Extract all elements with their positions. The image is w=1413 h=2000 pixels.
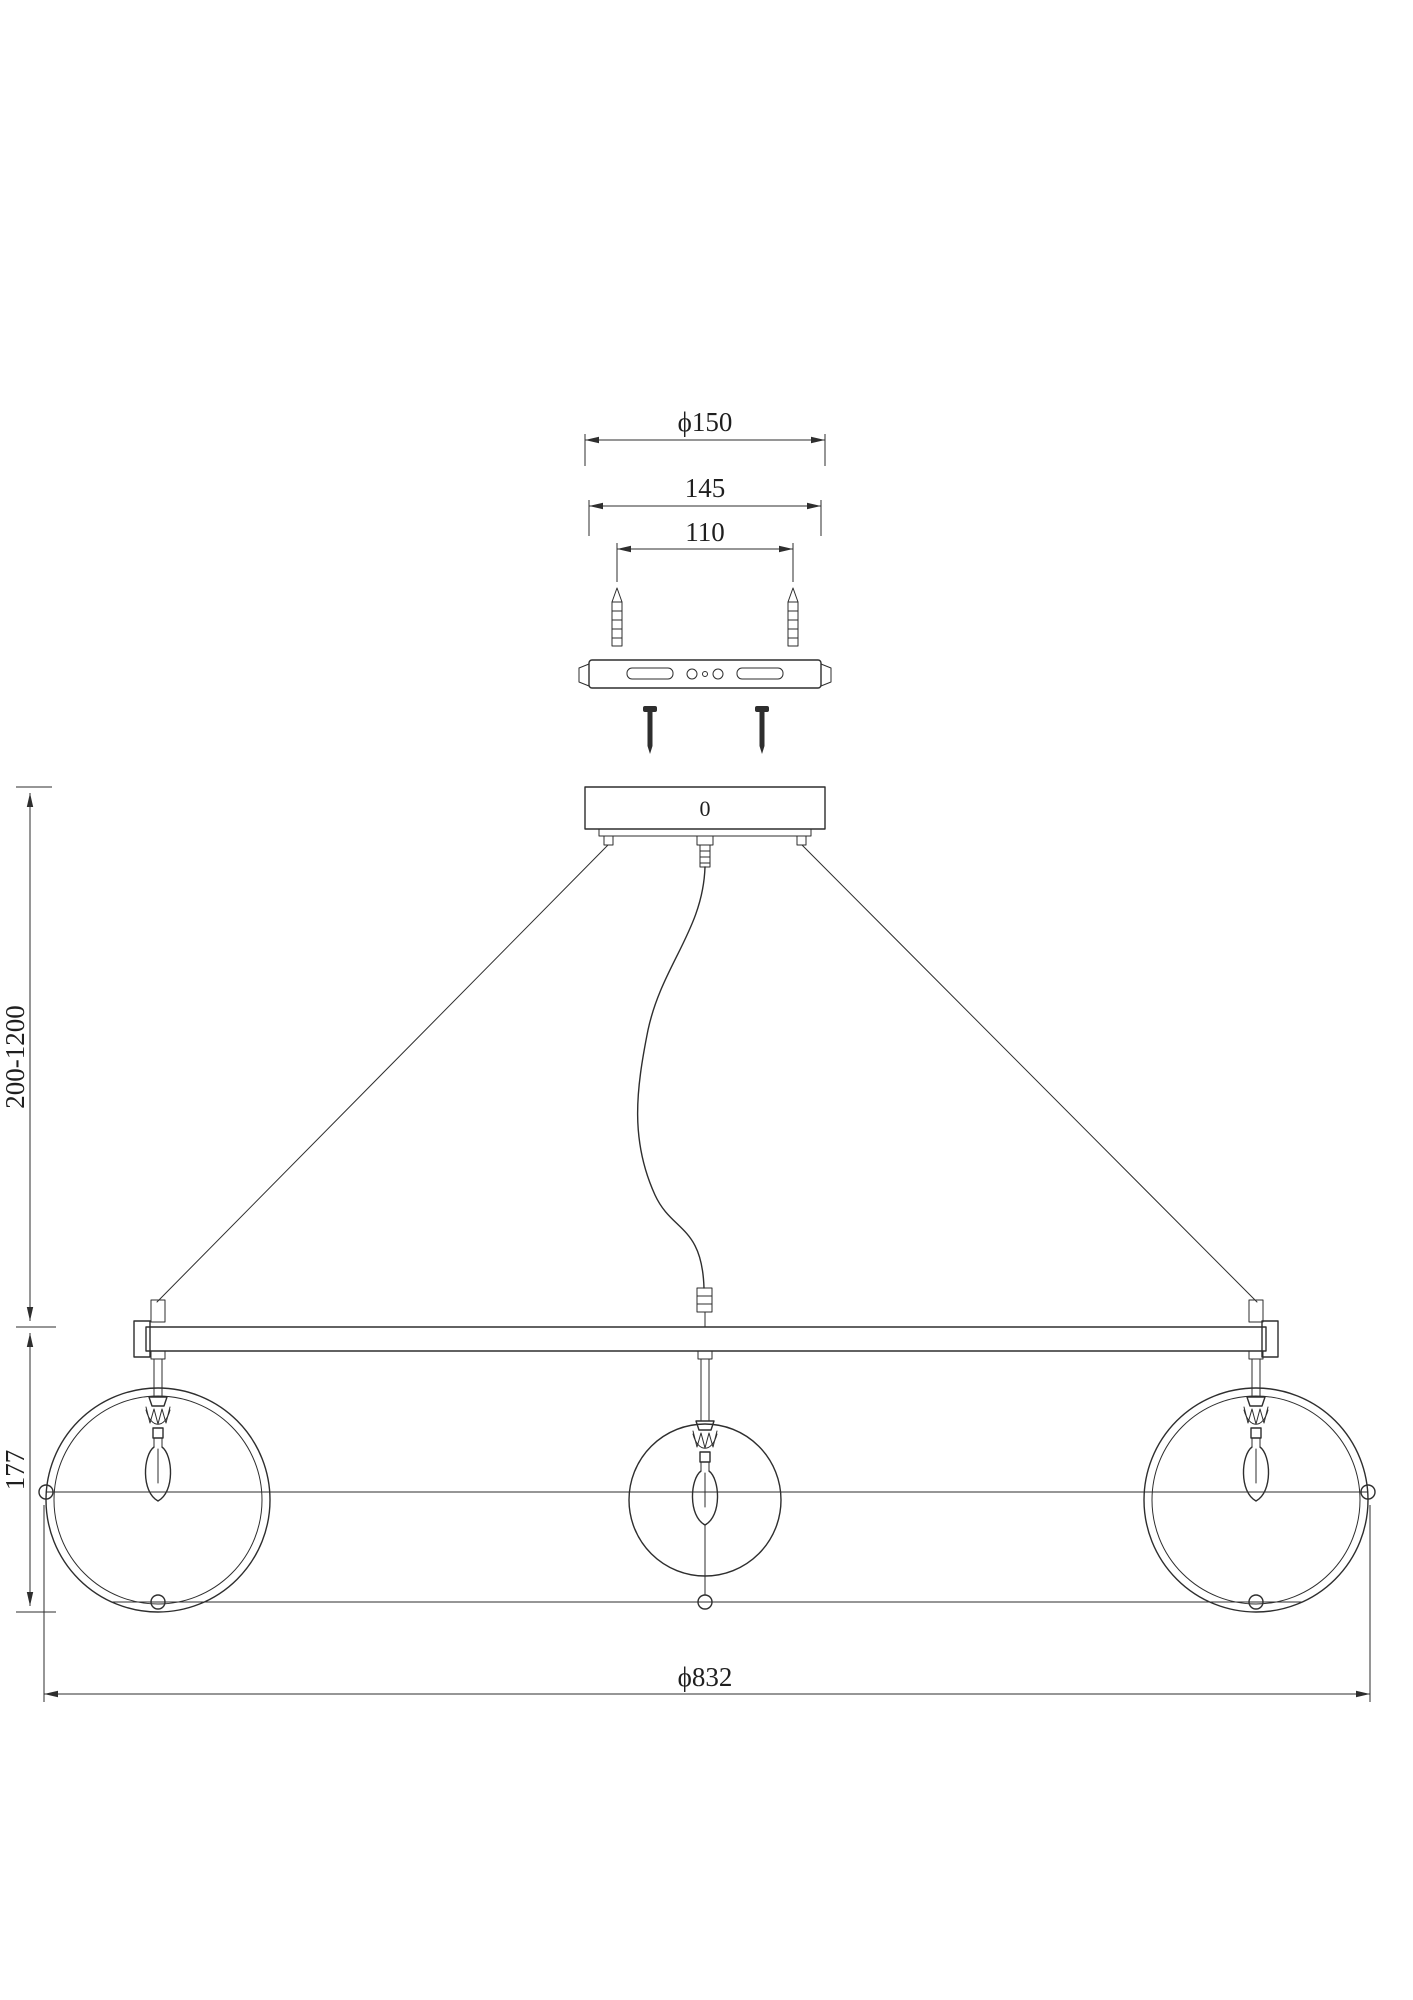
- ball-joint-lower-right: [1248, 1594, 1264, 1610]
- dim-hole-spacing: 110: [616, 517, 794, 582]
- dim-hole-spacing-label: 110: [685, 517, 725, 547]
- suspension-cable-right: [801, 844, 1264, 1323]
- cord-connector: [696, 1287, 713, 1313]
- lamp-stem-center: [700, 1358, 710, 1422]
- canopy-stem: [696, 835, 714, 868]
- dim-body-height-label: 177: [0, 1450, 30, 1491]
- fixture-bar: [133, 1320, 1279, 1360]
- lamp-stem-right: [1251, 1358, 1261, 1398]
- dim-body-height: 177: [0, 1333, 56, 1613]
- cable-hook-left: [603, 835, 614, 846]
- ceiling-canopy: 0: [584, 786, 826, 846]
- suspension-cable-left: [150, 844, 609, 1323]
- cable-fitting-right: [1248, 1299, 1264, 1323]
- canopy-mark-label: 0: [700, 796, 711, 821]
- dim-canopy-diameter-label: ϕ150: [678, 407, 733, 437]
- ball-joint-lower-center: [697, 1594, 713, 1610]
- dim-suspension-height-label: 200-1200: [0, 1005, 30, 1109]
- wall-anchor-left: [611, 587, 623, 647]
- lamp-right: [1242, 1396, 1270, 1502]
- ball-joint-lower-left: [150, 1594, 166, 1610]
- mounting-screw-right: [755, 706, 769, 754]
- ball-joint-upper-right: [1360, 1484, 1376, 1500]
- dim-overall-diameter-label: ϕ832: [678, 1662, 733, 1692]
- lamp-stem-left: [153, 1358, 163, 1398]
- bar-end-cap-right: [1261, 1320, 1279, 1358]
- mounting-bracket: [578, 659, 832, 689]
- dim-overall-diameter: ϕ832: [43, 1505, 1371, 1702]
- bar-end-cap-left: [133, 1320, 151, 1358]
- shade-ring-left: [45, 1387, 271, 1613]
- dim-suspension-height: 200-1200: [0, 786, 56, 1328]
- cable-hook-right: [796, 835, 807, 846]
- frame-rails: [38, 1484, 1376, 1610]
- dim-bracket-length: 145: [588, 473, 822, 536]
- dim-canopy-diameter: ϕ150: [584, 407, 826, 466]
- lamp-center: [691, 1420, 719, 1526]
- mounting-screw-left: [643, 706, 657, 754]
- cable-fitting-left: [150, 1299, 166, 1323]
- shade-ring-right: [1143, 1387, 1369, 1613]
- dim-bracket-length-label: 145: [685, 473, 726, 503]
- lamp-left: [144, 1396, 172, 1502]
- ball-joint-upper-left: [38, 1484, 54, 1500]
- power-cord: [636, 866, 713, 1328]
- wall-anchor-right: [787, 587, 799, 647]
